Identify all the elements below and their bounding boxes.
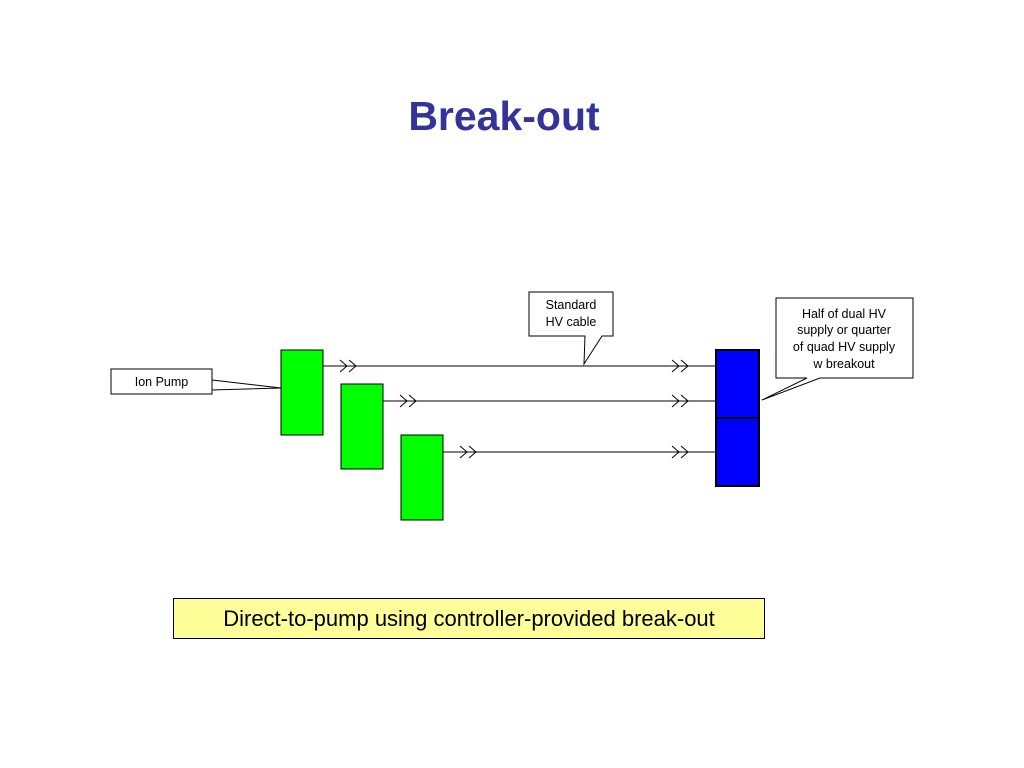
ion-pump-1: [280, 349, 324, 436]
hv-cable-label-line2: HV cable: [546, 315, 597, 329]
connector-supply-3: [671, 445, 689, 459]
connector-supply-1: [671, 359, 689, 373]
supply-label-line3: of quad HV supply: [793, 340, 896, 354]
connector-pump-2: [399, 394, 417, 408]
ion-pump-callout-pointer: [211, 379, 282, 391]
supply-label-line4: w breakout: [812, 357, 875, 371]
hv-supply-lower: [715, 417, 760, 487]
connector-pump-1: [339, 359, 357, 373]
ion-pump-3: [400, 434, 444, 521]
supply-callout: [761, 297, 914, 401]
hv-cable-label-line1: Standard: [546, 298, 597, 312]
supply-label-line1: Half of dual HV: [802, 307, 887, 321]
hv-cable-callout: [528, 291, 614, 366]
ion-pump-callout: [110, 368, 213, 395]
ion-pump-label: Ion Pump: [135, 375, 189, 389]
hv-supply-upper: [715, 349, 760, 419]
ion-pump-2: [340, 383, 384, 470]
supply-label-line2: supply or quarter: [797, 323, 891, 337]
caption-box: Direct-to-pump using controller-provided…: [173, 598, 765, 639]
connector-pump-3: [459, 445, 477, 459]
connector-supply-2: [671, 394, 689, 408]
slide-title: Break-out: [408, 93, 600, 139]
